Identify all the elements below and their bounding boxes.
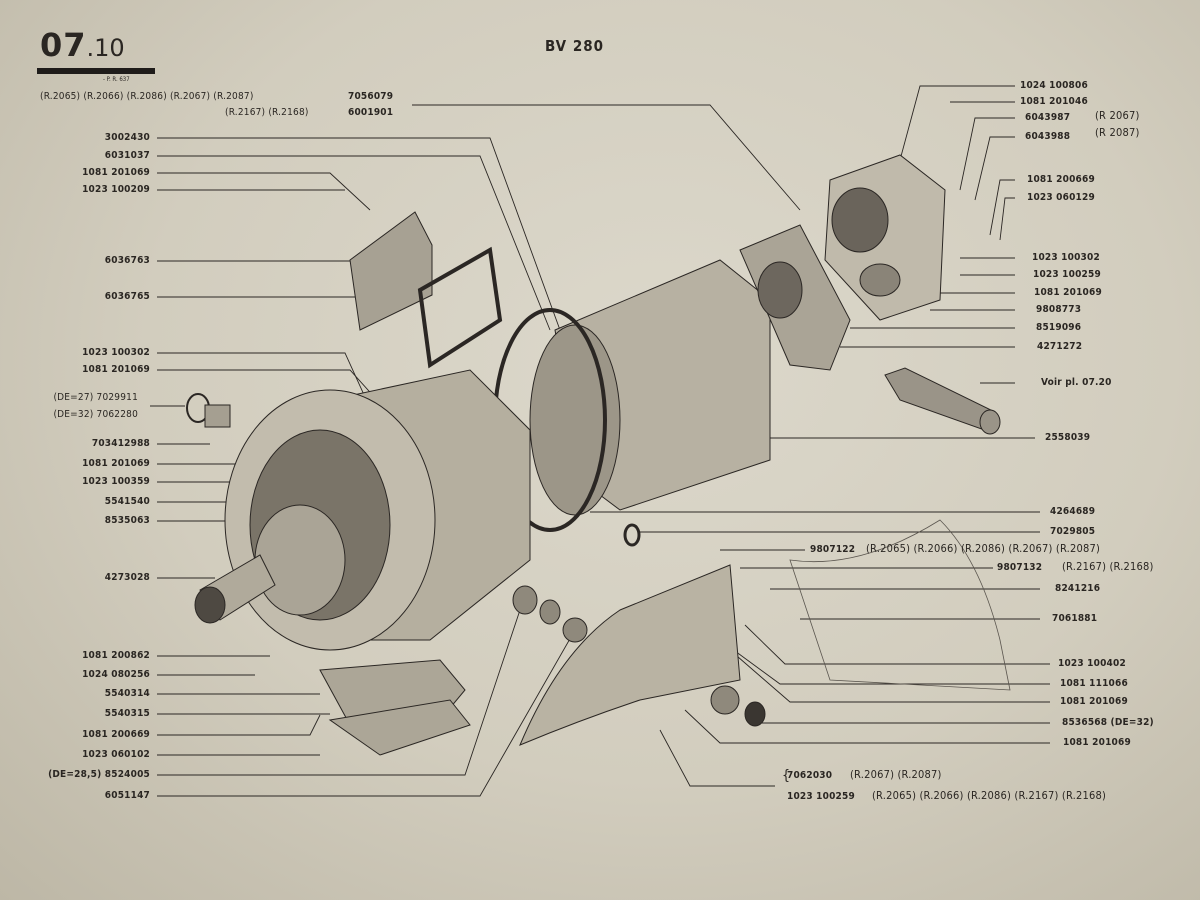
part-label: 1023 100259 [1033,269,1101,280]
part-label: 7029805 [1050,526,1096,537]
part-label: 4273028 [104,572,150,583]
cross-reference: Voir pl. 07.20 [1041,377,1112,388]
o-ring [186,393,231,428]
part-label: 1081 201069 [1063,737,1131,748]
header-rule [37,68,155,74]
part-label: 4271272 [1037,341,1083,352]
part-label: 1023 060102 [82,749,150,760]
bottom-callout-part-1: 7062030 [787,770,833,781]
part-label: (DE=27) 7029911 [53,392,138,403]
part-label: 1081 201069 [82,167,150,178]
part-label: 6036765 [104,291,150,302]
part-label: 5540314 [104,688,150,699]
bell-cover [519,564,741,746]
part-label: 1081 200862 [82,650,150,661]
faint-housing-outline [789,519,1011,691]
bottom-callout-refs-2: (R.2065) (R.2066) (R.2086) (R.2167) (R.2… [872,789,1107,802]
bottom-callout-refs-1: (R.2067) (R.2087) [850,768,942,781]
page-minor: .10 [86,34,125,62]
variant-ref: (R 2067) [1095,109,1140,122]
part-label: 1081 200669 [1027,174,1095,185]
bottom-callout-part-2: 1023 100259 [787,791,855,802]
page-major: 07 [40,26,87,64]
part-label: 1023 060129 [1027,192,1095,203]
clutch-housing [224,369,531,651]
part-label: 1023 100302 [1032,252,1100,263]
rear-plate [739,224,851,371]
part-label: 1023 100402 [1058,658,1126,669]
part-label: 8536568 (DE=32) [1062,717,1154,728]
top-callout-part-2: 6001901 [348,107,394,118]
part-label: 8535063 [104,515,150,526]
part-label: 3002430 [104,132,150,143]
bracket: { [782,768,791,784]
part-label: 8241216 [1055,583,1101,594]
top-callout-refs-1: (R.2065) (R.2066) (R.2086) (R.2067) (R.2… [40,91,254,102]
part-label: 1023 100302 [82,347,150,358]
part-label: 6043987 [1025,112,1071,123]
main-casing [529,259,771,516]
mid-callout-part-a: 9807122 [810,544,856,555]
rear-housing [824,154,946,321]
part-label: 703412988 [91,438,150,449]
part-label: 1024 100806 [1020,80,1088,91]
side-cover-plate [349,211,433,331]
mid-callout-part-b: 9807132 [997,562,1043,573]
bushings [512,523,766,727]
part-label: 1081 201069 [1060,696,1128,707]
bottom-plate [319,659,471,756]
page-title: BV 280 [545,37,604,55]
part-label: 8519096 [1036,322,1082,333]
part-label: 1081 201046 [1020,96,1088,107]
part-label: 5540315 [104,708,150,719]
top-callout-part-1: 7056079 [348,91,394,102]
cover-gasket [417,246,503,369]
mid-callout-refs-b: (R.2167) (R.2168) [1062,560,1154,573]
part-label: 1081 111066 [1060,678,1128,689]
part-label: 1081 201069 [1034,287,1102,298]
part-label: 1081 201069 [82,458,150,469]
part-label: 4264689 [1050,506,1096,517]
part-label: (DE=32) 7062280 [53,409,138,420]
part-label: 9808773 [1036,304,1082,315]
part-label: 5541540 [104,496,150,507]
part-label: (DE=28,5) 8524005 [48,769,150,780]
part-label: 7061881 [1052,613,1098,624]
part-label: 6036763 [104,255,150,266]
part-label: 2558039 [1045,432,1091,443]
part-label: 1023 100209 [82,184,150,195]
part-label: 1024 080256 [82,669,150,680]
part-label: 6031037 [104,150,150,161]
mid-callout-refs-a: (R.2065) (R.2066) (R.2086) (R.2067) (R.2… [866,542,1101,555]
leader-lines [150,85,1050,797]
part-label: 6043988 [1025,131,1071,142]
speedometer-drive [884,367,1001,435]
part-label: 6051147 [104,790,150,801]
input-shaft-sleeve [194,554,276,624]
page-number: 07.10 [40,26,125,64]
part-label: 1081 200669 [82,729,150,740]
part-label: 1023 100359 [82,476,150,487]
page-ref: - P. R. 637 [103,76,130,83]
part-label: 1081 201069 [82,364,150,375]
top-callout-refs-2: (R.2167) (R.2168) [225,107,309,118]
variant-ref: (R 2087) [1095,126,1140,139]
